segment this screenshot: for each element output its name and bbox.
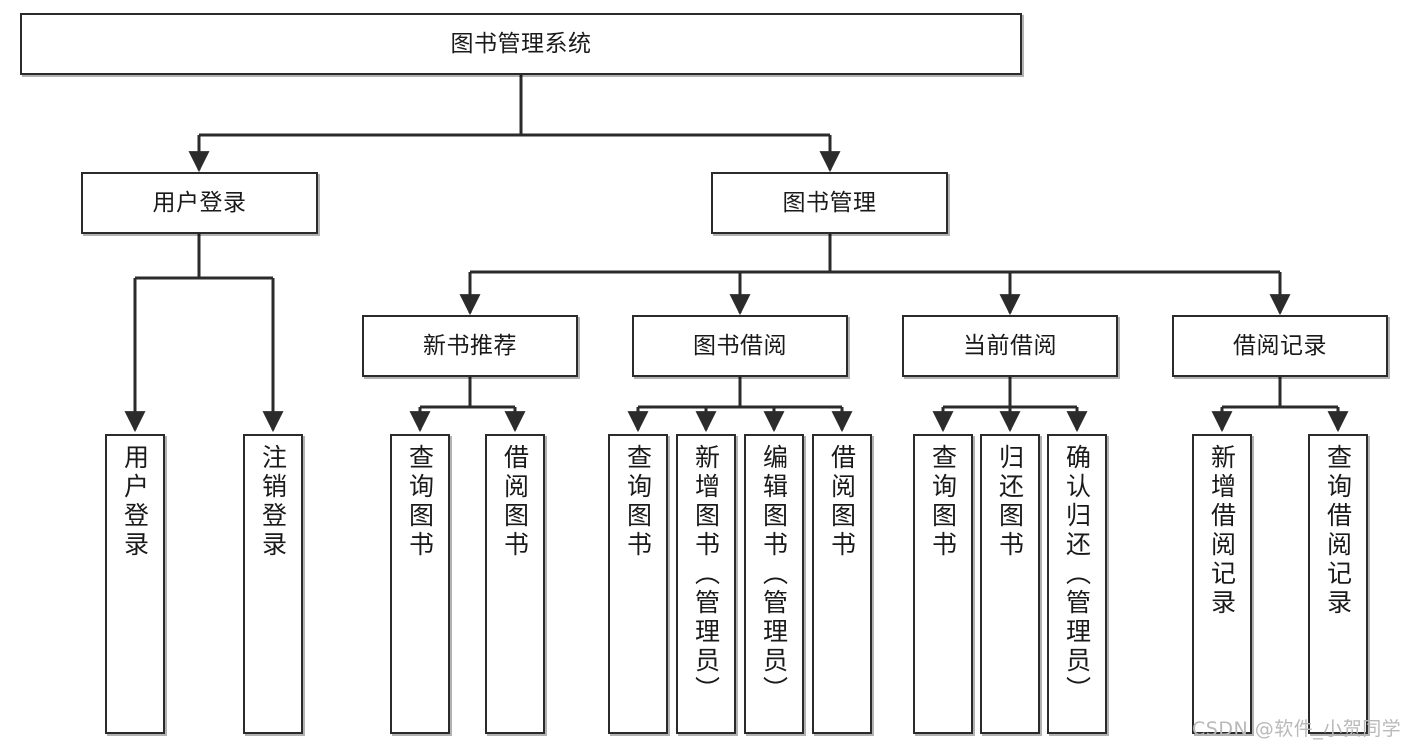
node-label: 借阅记录: [1233, 332, 1327, 359]
leaf-current-borrow-query-book[interactable]: 查询图书: [913, 434, 973, 734]
node-borrow-record[interactable]: 借阅记录: [1172, 315, 1388, 377]
node-label: 新增借阅记录: [1207, 444, 1237, 618]
node-book-management-system[interactable]: 图书管理系统: [20, 13, 1022, 75]
node-label: 用户登录: [120, 444, 150, 560]
leaf-borrow-record-add-record[interactable]: 新增借阅记录: [1192, 434, 1252, 734]
node-label: 查询图书: [405, 444, 435, 560]
node-label: 图书管理系统: [450, 30, 592, 57]
node-book-management[interactable]: 图书管理: [711, 172, 948, 234]
node-book-borrow[interactable]: 图书借阅: [632, 315, 848, 377]
leaf-borrow-record-query-record[interactable]: 查询借阅记录: [1308, 434, 1368, 734]
leaf-book-borrow-add-book-admin[interactable]: 新增图书（管理员）: [676, 434, 736, 734]
node-user-login[interactable]: 用户登录: [81, 172, 318, 234]
node-label: 借阅图书: [827, 444, 857, 560]
leaf-book-borrow-edit-book-admin[interactable]: 编辑图书（管理员）: [744, 434, 804, 734]
node-label: 新书推荐: [423, 332, 517, 359]
node-current-borrow[interactable]: 当前借阅: [902, 315, 1118, 377]
node-label: 确认归还（管理员）: [1062, 444, 1092, 705]
node-label: 查询图书: [623, 444, 653, 560]
leaf-book-borrow-query-book[interactable]: 查询图书: [608, 434, 668, 734]
node-label: 借阅图书: [500, 444, 530, 560]
leaf-current-borrow-return-book[interactable]: 归还图书: [980, 434, 1040, 734]
leaf-new-book-query-book[interactable]: 查询图书: [390, 434, 450, 734]
node-new-book-recommend[interactable]: 新书推荐: [362, 315, 578, 377]
leaf-new-book-borrow-book[interactable]: 借阅图书: [485, 434, 545, 734]
node-label: 图书管理: [782, 189, 877, 216]
node-label: 用户登录: [152, 189, 247, 216]
node-label: 注销登录: [258, 444, 288, 560]
node-label: 归还图书: [995, 444, 1025, 560]
node-label: 编辑图书（管理员）: [759, 444, 789, 705]
node-label: 当前借阅: [963, 332, 1057, 359]
node-label: 新增图书（管理员）: [691, 444, 721, 705]
leaf-book-borrow-borrow-book[interactable]: 借阅图书: [812, 434, 872, 734]
node-label: 图书借阅: [693, 332, 787, 359]
leaf-current-borrow-confirm-return-admin[interactable]: 确认归还（管理员）: [1047, 434, 1107, 734]
leaf-user-login-login[interactable]: 用户登录: [105, 434, 165, 734]
node-label: 查询图书: [928, 444, 958, 560]
node-label: 查询借阅记录: [1323, 444, 1353, 618]
csdn-watermark: CSDN @软件_小贺同学: [1192, 718, 1402, 740]
leaf-user-login-logout[interactable]: 注销登录: [243, 434, 303, 734]
